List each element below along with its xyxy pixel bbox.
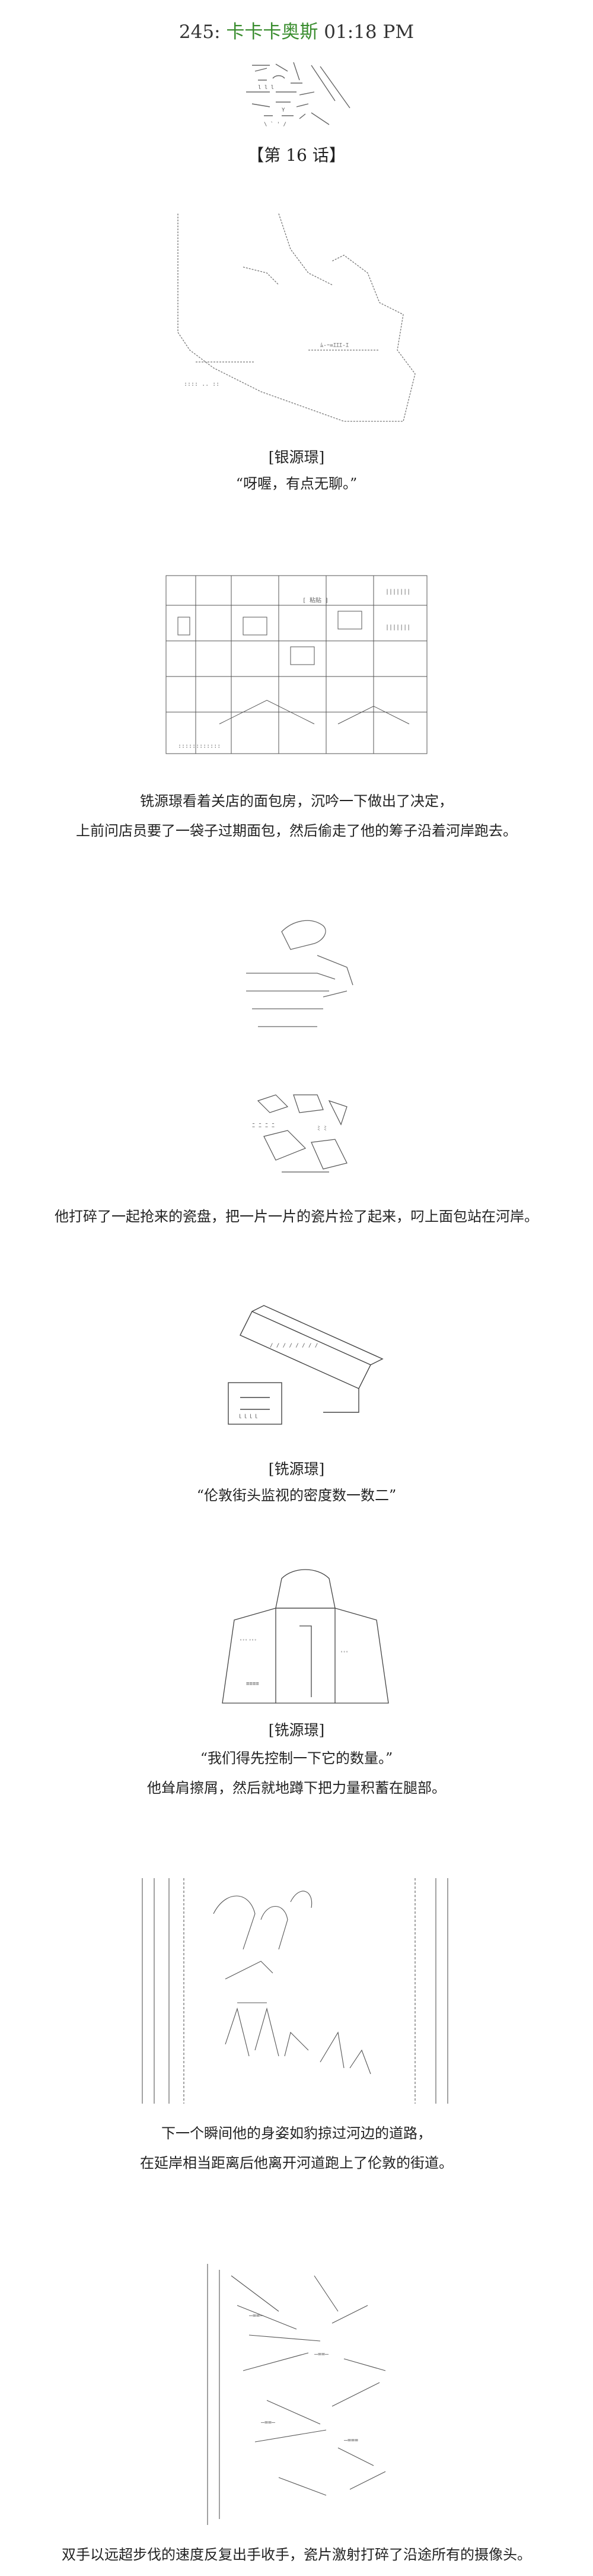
- panel1-dialogue: “呀喔，有点无聊。”: [235, 475, 358, 492]
- svg-text:::::::::::::: ::::::::::::: [178, 743, 221, 749]
- svg-text:/ / / / / / / /: / / / / / / / /: [270, 1343, 318, 1349]
- panel4-dialogue: “伦敦街头监视的密度数一数二”: [196, 1487, 397, 1504]
- chapter-title: 【第 16 话】: [247, 145, 346, 165]
- svg-text:—==—: —==—: [249, 2313, 264, 2319]
- svg-text:[ 粘贴 ]: [ 粘贴 ]: [302, 596, 329, 604]
- svg-text:—===: —===: [344, 2437, 358, 2444]
- post-number: 245:: [178, 21, 221, 43]
- panel4-speaker: [铣源璟]: [268, 1460, 325, 1478]
- svg-text:ﾟﾟﾟ: ﾟﾟﾟ: [341, 1651, 349, 1657]
- svg-text:—==—: —==—: [314, 2351, 329, 2358]
- panel3-line-1: 他打碎了一起抢来的瓷盘，把一片一片的瓷片捡了起来，叼上面包站在河岸。: [55, 1208, 538, 1225]
- security-camera-ascii-art: / / / / / / / / ｌｌｌｌ: [216, 1300, 394, 1442]
- porcelain-shards-ascii-art: ﾆ ﾆ ﾆ ﾆ ﾐ ﾐ: [246, 1083, 365, 1184]
- post-header: 245: 卡卡卡奥斯 01:18 PM: [0, 17, 593, 43]
- svg-text:ﾆ ﾆ ﾆ ﾆ: ﾆ ﾆ ﾆ ﾆ: [252, 1123, 275, 1129]
- character-ascii-art: l l l Y \ ` ' /: [240, 59, 353, 131]
- svg-text:|||||||: |||||||: [385, 624, 410, 631]
- svg-text:ﾑ-ｰ=ｴｴｴ-ｴ: ﾑ-ｰ=ｴｴｴ-ｴ: [320, 342, 349, 349]
- panel2-line-1: 铣源璟看着关店的面包房，沉吟一下做出了决定，: [140, 793, 453, 809]
- street-scene-ascii-art: ||||||| ||||||| [ 粘贴 ] ::::::::::::: [160, 570, 433, 760]
- svg-text:\ ` ' /: \ ` ' /: [264, 121, 286, 128]
- svg-text:Y: Y: [282, 107, 285, 113]
- svg-text:ｌｌｌｌ: ｌｌｌｌ: [237, 1414, 259, 1420]
- svg-text:|||||||: |||||||: [385, 589, 410, 595]
- panel2-line-2: 上前问店员要了一袋子过期面包，然后偷走了他的筹子沿着河岸跑去。: [76, 822, 517, 839]
- svg-text:≡≡≡≡: ≡≡≡≡: [246, 1681, 259, 1687]
- svg-text:ﾟﾟﾟ ﾟﾟﾟ: ﾟﾟﾟ ﾟﾟﾟ: [240, 1639, 257, 1646]
- panel6-line-1: 下一个瞬间他的身姿如豹掠过河边的道路，: [161, 2125, 432, 2142]
- dash-motion-ascii-art: [136, 1866, 457, 2104]
- muscular-figure-ascii-art: ﾟﾟﾟ ﾟﾟﾟ ﾟﾟﾟ ≡≡≡≡: [211, 1567, 394, 1712]
- panel7-line-1: 双手以远超步伐的速度反复出手收手，瓷片激射打碎了沿途所有的摄像头。: [62, 2546, 531, 2563]
- hands-ascii-art: [234, 914, 362, 1041]
- svg-text:ﾐ ﾐ: ﾐ ﾐ: [317, 1126, 327, 1132]
- panel6-line-2: 在延岸相当距离后他离开河道跑上了伦敦的街道。: [140, 2155, 453, 2171]
- post-time: 01:18 PM: [324, 21, 415, 43]
- svg-text::::: .. ::: :::: .. ::: [184, 381, 219, 387]
- panel5-dialogue: “我们得先控制一下它的数量。”: [200, 1750, 393, 1767]
- post-author-link[interactable]: 卡卡卡奥斯: [226, 21, 318, 43]
- thrown-shards-ascii-art: —==— —==— —==— —===: [196, 2252, 409, 2537]
- panel5-speaker: [铣源璟]: [268, 1721, 325, 1739]
- panel5-narration: 他耸肩擦屑，然后就地蹲下把力量积蓄在腿部。: [147, 1780, 446, 1796]
- svg-text:l l l: l l l: [258, 85, 274, 91]
- svg-text:—==—: —==—: [261, 2419, 276, 2426]
- landscape-ascii-art: ﾑ-ｰ=ｴｴｴ-ｴ :::: .. ::: [172, 208, 421, 427]
- panel1-speaker: [银源璟]: [268, 449, 325, 466]
